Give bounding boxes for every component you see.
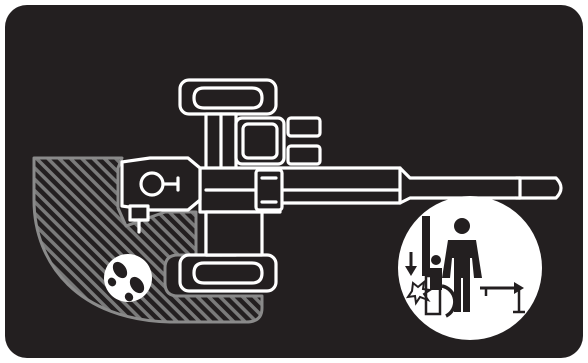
lower-frame [204,210,264,257]
rear-step [128,204,150,234]
hydraulic-tank [286,116,322,138]
danger-zone [32,156,264,324]
machine-top-view [120,78,563,293]
counterweight [120,156,202,212]
fuel-tank [286,144,322,166]
boom-pivot [254,168,284,212]
crush-hazard-person-icon [398,196,542,340]
no-step-footprints-icon [104,254,152,302]
tire-bottom [178,253,278,293]
cab-block [234,116,286,166]
tire-top [178,78,278,116]
